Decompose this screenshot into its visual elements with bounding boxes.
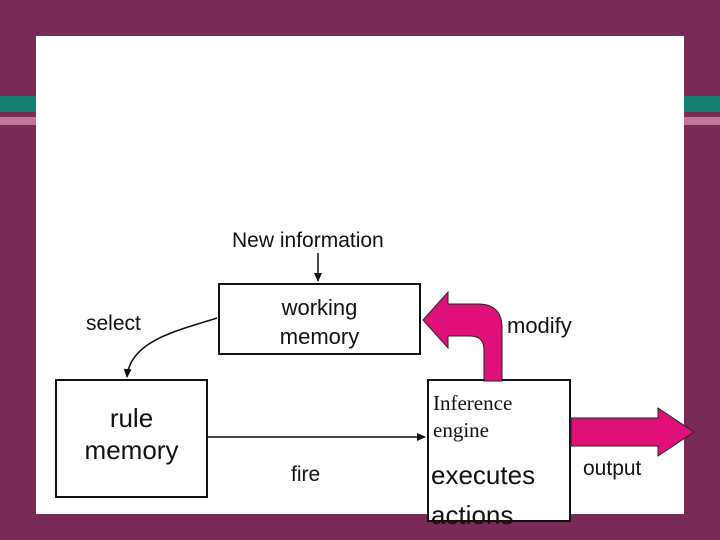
output-label: output xyxy=(583,457,642,480)
inference-engine-label: Inference engine xyxy=(433,391,513,442)
fire-label: fire xyxy=(291,463,321,486)
select-arrow xyxy=(123,317,218,378)
inference-engine-box xyxy=(427,379,571,522)
new-information-label: New information xyxy=(232,229,384,252)
rule-memory-box xyxy=(55,379,208,498)
output-arrow xyxy=(570,407,695,457)
modify-arrow xyxy=(422,290,503,382)
rule-memory-label: rule memory xyxy=(84,403,179,465)
working-memory-label: working memory xyxy=(279,295,360,349)
modify-label: modify xyxy=(507,313,572,338)
working-memory-box xyxy=(218,283,421,355)
select-label: select xyxy=(86,312,141,335)
executes-actions-label: executes actions xyxy=(431,460,536,530)
